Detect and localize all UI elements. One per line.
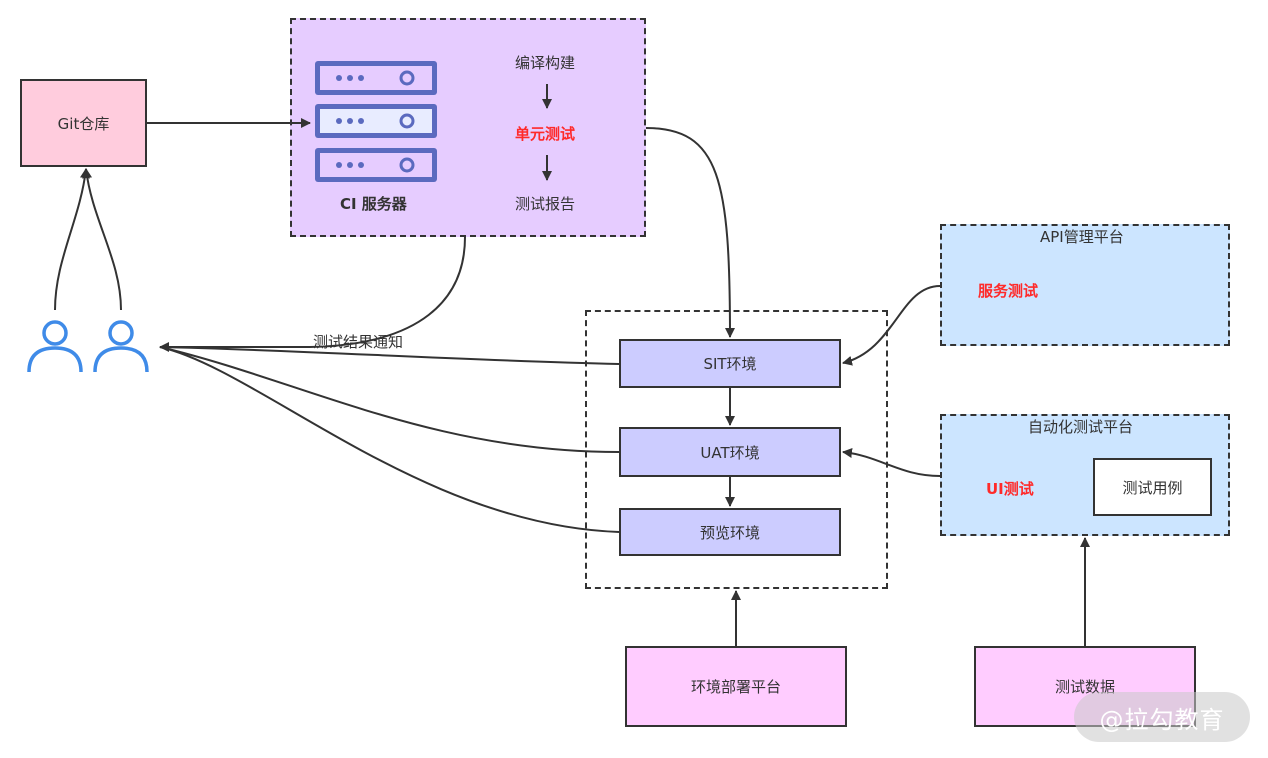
preview-environment-box: 预览环境 [619, 508, 841, 556]
test-case-label: 测试用例 [1122, 478, 1183, 497]
automation-platform-title: 自动化测试平台 [1028, 418, 1134, 436]
deploy-platform-box: 环境部署平台 [625, 646, 847, 727]
server-stack-icon [315, 61, 437, 182]
git-repo-label: Git仓库 [57, 114, 110, 133]
uat-environment-label: UAT环境 [700, 443, 760, 462]
deploy-platform-label: 环境部署平台 [690, 678, 781, 696]
service-test-label: 服务测试 [978, 282, 1039, 300]
preview-environment-label: 预览环境 [699, 523, 760, 542]
test-case-box: 测试用例 [1093, 458, 1212, 516]
git-repo-box: Git仓库 [20, 79, 147, 167]
uat-environment-box: UAT环境 [619, 427, 841, 477]
api-platform-title: API管理平台 [1040, 228, 1124, 246]
ui-test-label: UI测试 [986, 480, 1034, 498]
watermark: @拉勾教育 [1074, 692, 1250, 742]
ci-server-label: CI 服务器 [340, 195, 407, 213]
api-platform-box [940, 224, 1230, 346]
sit-environment-label: SIT环境 [703, 355, 757, 373]
test-data-label: 测试数据 [1054, 678, 1115, 696]
test-report-step: 测试报告 [515, 195, 576, 213]
user-icon [27, 320, 149, 373]
unit-test-step: 单元测试 [515, 125, 576, 143]
sit-environment-box: SIT环境 [619, 339, 841, 388]
compile-build-step: 编译构建 [515, 54, 576, 72]
